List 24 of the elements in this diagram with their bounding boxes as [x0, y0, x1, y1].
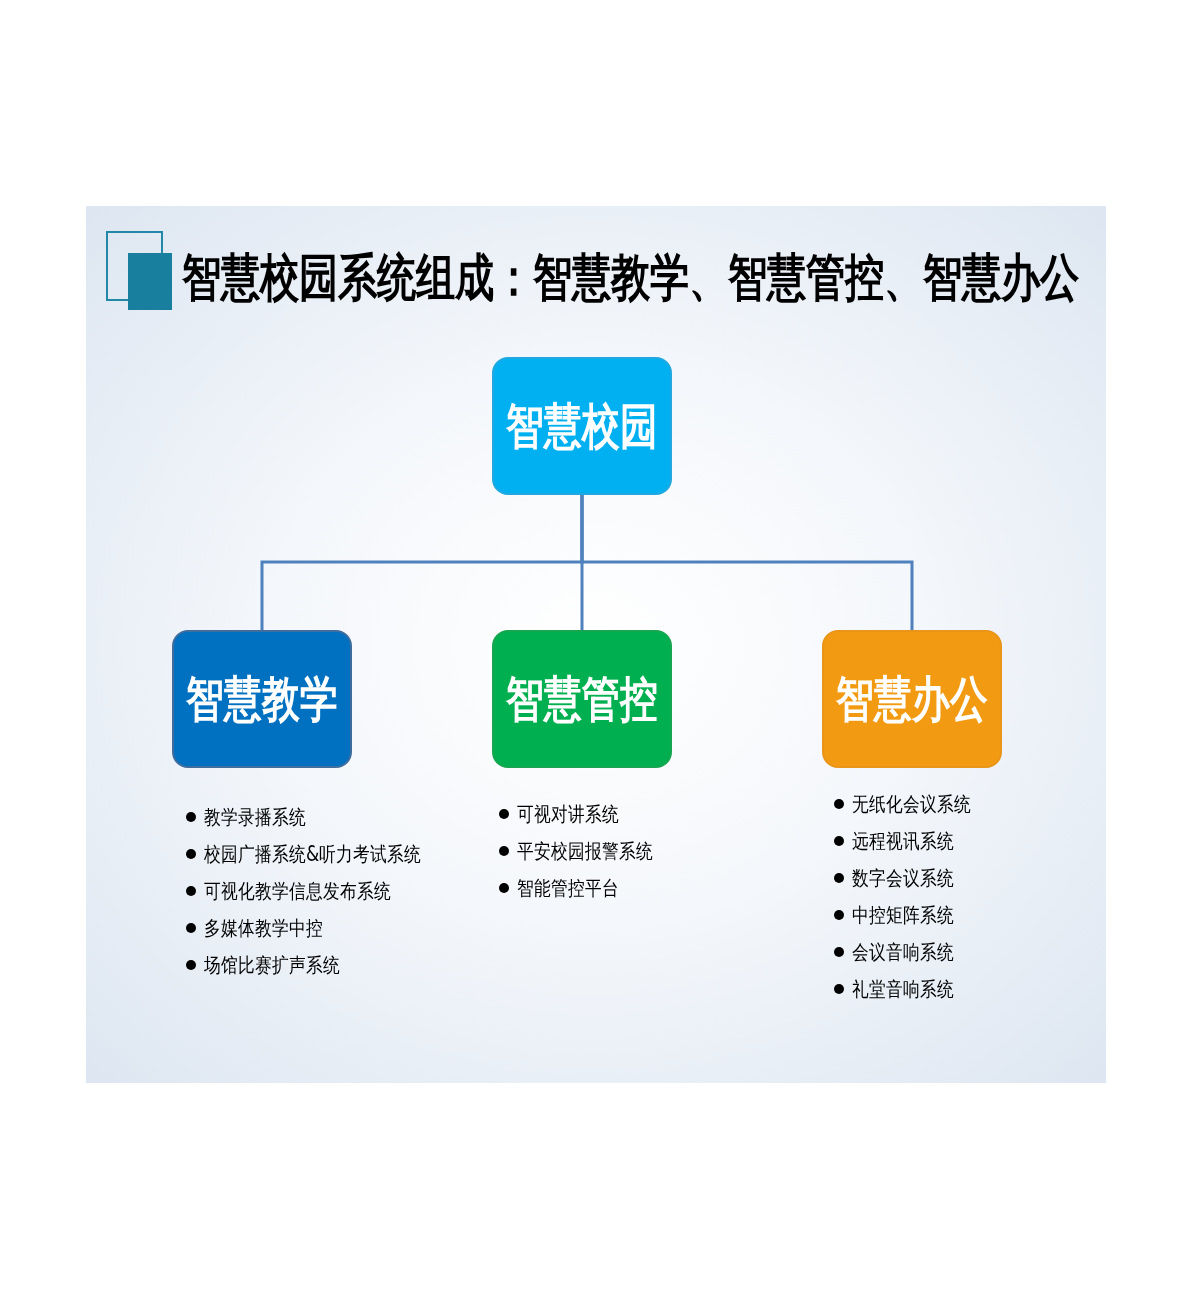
list-item-text: 智能管控平台: [517, 874, 619, 901]
category-box: [822, 630, 1002, 768]
list-item-text: 可视对讲系统: [517, 800, 619, 827]
list-item-text: 会议音响系统: [852, 938, 954, 965]
connector-line: [580, 495, 914, 630]
list-item-text: 中控矩阵系统: [852, 901, 954, 928]
node-label: 智慧办公: [836, 669, 988, 729]
category-box: [172, 630, 352, 768]
list-item-text: 教学录播系统: [204, 803, 306, 830]
list-item-text: 礼堂音响系统: [852, 975, 954, 1002]
node-label: 智慧校园: [506, 396, 658, 456]
list-item-text: 可视化教学信息发布系统: [204, 877, 391, 904]
category-box: [492, 630, 672, 768]
root-box: [492, 357, 672, 495]
title-text: 智慧校园系统组成：智慧教学、智慧管控、智慧办公: [182, 247, 1079, 309]
node-label: 智慧教学: [186, 669, 338, 729]
list-item-text: 多媒体教学中控: [204, 914, 323, 941]
list-item-text: 数字会议系统: [852, 864, 954, 891]
list-item-text: 场馆比赛扩声系统: [204, 951, 340, 978]
list-item-text: 无纸化会议系统: [852, 790, 971, 817]
node-label: 智慧管控: [506, 669, 658, 729]
list-item-text: 校园广播系统&听力考试系统: [204, 840, 422, 867]
list-item-text: 平安校园报警系统: [517, 837, 653, 864]
list-item-text: 远程视讯系统: [852, 827, 954, 854]
